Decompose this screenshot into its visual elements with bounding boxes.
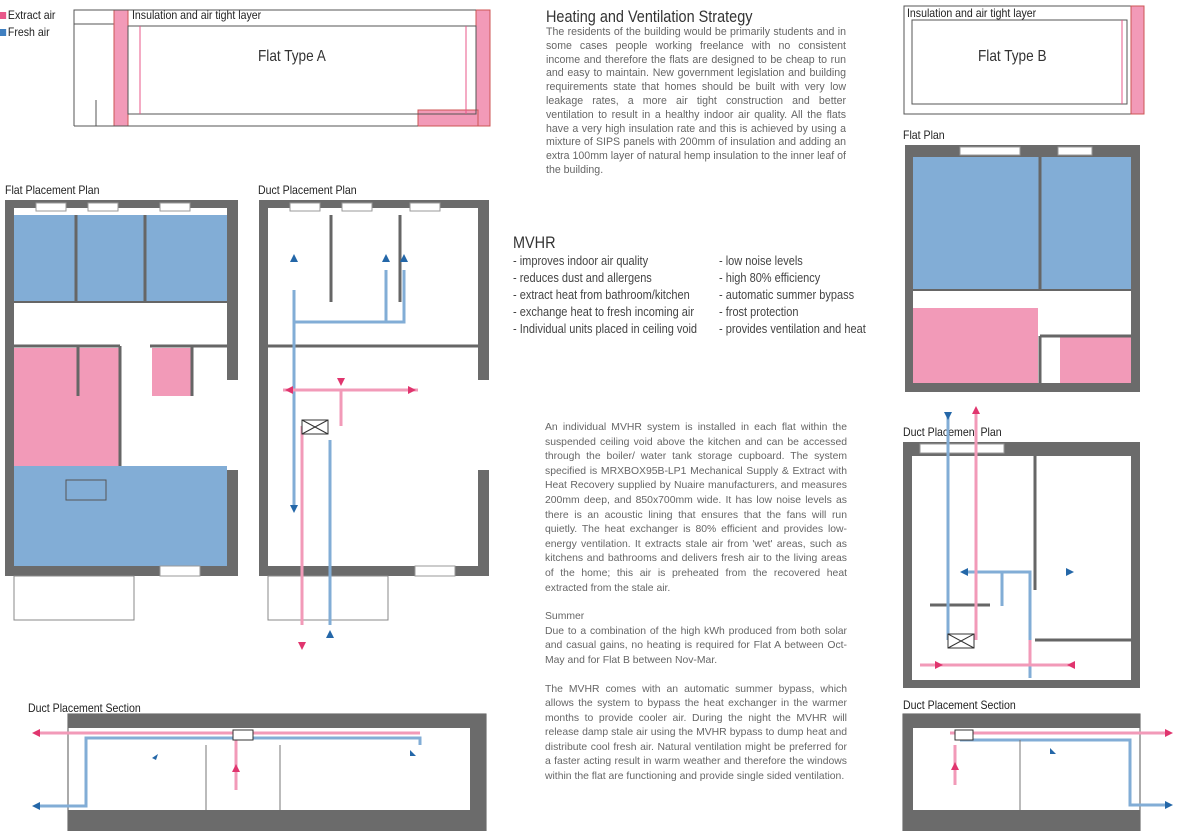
benefit-item: - improves indoor air quality xyxy=(513,254,649,268)
benefit-item: - high 80% efficiency xyxy=(719,271,821,285)
extract-swatch-icon xyxy=(0,12,7,19)
benefit-item: - Individual units placed in ceiling voi… xyxy=(513,322,698,336)
duct-placement-section-b-label: Duct Placement Section xyxy=(903,698,1016,712)
flat-a-title: Flat Type A xyxy=(258,48,326,65)
flat-b-insulation-label: Insulation and air tight layer xyxy=(907,6,1037,20)
benefit-item: - extract heat from bathroom/kitchen xyxy=(513,288,690,302)
benefit-item: - frost protection xyxy=(719,305,799,319)
benefit-item: - reduces dust and allergens xyxy=(513,271,652,285)
flat-b-section-drawing xyxy=(903,5,1145,115)
duct-placement-plan-a-label: Duct Placement Plan xyxy=(258,183,357,197)
mvhr-title: MVHR xyxy=(513,233,556,252)
flat-placement-plan-drawing xyxy=(5,200,238,621)
flat-a-insulation-label: Insulation and air tight layer xyxy=(132,8,262,22)
flat-placement-plan-label: Flat Placement Plan xyxy=(5,183,100,197)
duct-placement-section-a-label: Duct Placement Section xyxy=(28,701,141,715)
flat-plan-b-label: Flat Plan xyxy=(903,128,945,142)
duct-placement-plan-a-drawing xyxy=(259,200,489,650)
description-paragraph: The MVHR comes with an automatic summer … xyxy=(545,683,847,783)
strategy-title: Heating and Ventilation Strategy xyxy=(546,7,753,26)
description-paragraph: An individual MVHR system is installed i… xyxy=(545,422,847,594)
summer-heading: Summer xyxy=(545,611,585,623)
flat-b-title: Flat Type B xyxy=(978,48,1047,65)
mvhr-benefits-right: - low noise levels - high 80% efficiency… xyxy=(719,253,866,338)
mvhr-benefits-left: - improves indoor air quality - reduces … xyxy=(513,253,697,338)
legend-extract: Extract air xyxy=(0,8,55,22)
legend-fresh: Fresh air xyxy=(0,25,50,39)
benefit-item: - low noise levels xyxy=(719,254,803,268)
description-paragraph: Due to a combination of the high kWh pro… xyxy=(545,625,847,666)
flat-a-section-drawing xyxy=(73,9,491,127)
legend-label: Extract air xyxy=(7,8,56,22)
duct-section-a-drawing xyxy=(32,713,487,831)
fresh-swatch-icon xyxy=(0,29,7,36)
mvhr-description: An individual MVHR system is installed i… xyxy=(545,421,847,798)
benefit-item: - exchange heat to fresh incoming air xyxy=(513,305,694,319)
legend-label: Fresh air xyxy=(7,25,50,39)
benefit-item: - provides ventilation and heat xyxy=(719,322,866,336)
strategy-body: The residents of the building would be p… xyxy=(546,26,846,176)
benefit-item: - automatic summer bypass xyxy=(719,288,855,302)
